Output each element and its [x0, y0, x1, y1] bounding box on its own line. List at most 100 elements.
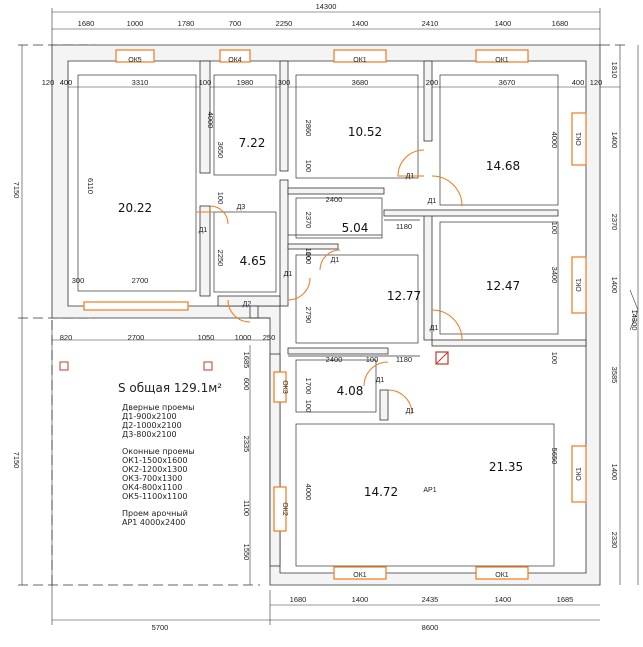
dim-right: 1810 — [610, 62, 619, 79]
window-openings-section: Оконные проемы ОК1-1500х1600 ОК2-1200х13… — [118, 447, 268, 501]
room-area: 5.04 — [342, 221, 369, 235]
dim-second-row: 300 — [278, 78, 291, 87]
room-area: 4.65 — [240, 254, 267, 268]
dim-inner: 100 — [304, 160, 313, 173]
window-label: ОК1 — [353, 57, 367, 64]
dim-top: 2250 — [276, 19, 293, 28]
dim-inner: 2400 — [326, 355, 343, 364]
room-area: 10.52 — [348, 125, 382, 139]
dim-inner: 3400 — [550, 267, 559, 284]
dim-bottom: 1400 — [352, 595, 369, 604]
dim-left-overall: 7150 — [12, 452, 21, 469]
window-label: ОК2 — [281, 502, 288, 516]
dim-inner: 100 — [550, 352, 559, 365]
window-opening-item: ОК2-1200х1300 — [122, 465, 188, 474]
dim-top: 1400 — [495, 19, 512, 28]
notes-block: S общая 129.1м² Дверные проемы Д1-900х21… — [118, 381, 268, 535]
dim-second-row: 200 — [426, 78, 439, 87]
dim-top: 1780 — [178, 19, 195, 28]
dim-top: 1000 — [127, 19, 144, 28]
dim-bottom: 1685 — [557, 595, 574, 604]
window-label: ОК1 — [576, 467, 583, 481]
dim-left-overall: 7150 — [12, 182, 21, 199]
room-area: 21.35 — [489, 460, 523, 474]
window-opening-item: ОК5-1100х1100 — [122, 492, 188, 501]
window-openings — [83, 49, 587, 580]
dim-bottom: 1680 — [290, 595, 307, 604]
dim-bottom: 1400 — [495, 595, 512, 604]
dim-second-row: 100 — [199, 78, 212, 87]
dim-inner: 4000 — [550, 132, 559, 149]
walls — [51, 44, 601, 586]
door-label: Д1 — [406, 408, 415, 415]
dimension-texts: 14300 1680 1000 1780 700 2250 1400 2410 … — [12, 2, 639, 632]
dim-lower-left: 250 — [263, 333, 276, 342]
dim-second-row: 3310 — [132, 78, 149, 87]
door-labels: Д1 Д1 Д3 Д1 Д1 Д1 Д1 Д2 Д1 Д1 — [199, 173, 439, 415]
dim-overall-top: 14300 — [316, 2, 337, 11]
dim-inner: 5650 — [550, 448, 559, 465]
dim-second-row: 3680 — [352, 78, 369, 87]
window-label: ОК1 — [353, 572, 367, 579]
door-opening-item: Д2-1000х2100 — [122, 421, 182, 430]
dim-lower-left: 1000 — [235, 333, 252, 342]
window-labels: ОК5 ОК4 ОК1 ОК1 ОК1 ОК1 ОК1 ОК1 ОК1 ОК3 … — [128, 57, 583, 579]
dim-inner: 600 — [242, 378, 251, 391]
window-openings-heading: Оконные проемы — [122, 447, 195, 456]
dim-top: 1400 — [352, 19, 369, 28]
dim-right: 2330 — [610, 532, 619, 549]
dim-top: 1680 — [552, 19, 569, 28]
room-area: 12.77 — [387, 289, 421, 303]
door-opening-item: Д1-900х2100 — [122, 412, 177, 421]
dim-inner: 100 — [304, 400, 313, 413]
door-label: Д3 — [237, 204, 246, 211]
door-swings — [196, 149, 463, 415]
dim-inner: 1700 — [304, 378, 313, 395]
dim-lower-left: 1050 — [198, 333, 215, 342]
door-openings-section: Дверные проемы Д1-900х2100 Д2-1000х2100 … — [118, 403, 268, 439]
arch-opening-heading: Проем арочный — [122, 509, 188, 518]
arch-opening-section: Проем арочный АР1 4000х2400 — [118, 509, 268, 527]
dim-inner: 1180 — [396, 222, 412, 231]
dim-inner: 1550 — [242, 544, 251, 561]
room-area: 14.72 — [364, 485, 398, 499]
window-label: ОК1 — [576, 132, 583, 146]
dim-inner: 1180 — [396, 355, 412, 364]
door-label: Д1 — [331, 257, 340, 264]
window-opening-item: ОК4-800х1100 — [122, 483, 183, 492]
dim-right: 1400 — [610, 277, 619, 294]
door-label: Д2 — [243, 301, 252, 308]
dim-inner: 1100 — [242, 500, 251, 516]
arch-label: АР1 — [423, 487, 436, 494]
door-opening-item: Д3-800х2100 — [122, 430, 177, 439]
total-area-title: S общая 129.1м² — [118, 381, 223, 395]
door-label: Д1 — [284, 271, 293, 278]
window-label: ОК1 — [495, 572, 509, 579]
dim-second-row: 3670 — [499, 78, 516, 87]
dim-bottom: 2435 — [422, 595, 439, 604]
dim-lower-left: 820 — [60, 333, 73, 342]
dim-inner: 2700 — [132, 276, 149, 285]
window-label: ОК5 — [128, 57, 142, 64]
dim-inner: 2370 — [304, 212, 313, 229]
dim-right: 1400 — [610, 132, 619, 149]
dim-second-row: 400 — [60, 78, 73, 87]
door-label: Д1 — [428, 198, 437, 205]
dim-inner: 6110 — [86, 178, 95, 194]
dim-inner: 4000 — [304, 484, 313, 501]
dim-inner: 2250 — [216, 250, 225, 267]
dim-inner: 2335 — [242, 436, 251, 453]
door-label: Д1 — [376, 377, 385, 384]
dim-inner: 2860 — [304, 120, 313, 137]
door-label: Д1 — [406, 173, 415, 180]
dim-right: 3585 — [610, 367, 619, 384]
dim-inner: 100 — [304, 248, 313, 261]
dim-inner: 300 — [72, 276, 85, 285]
arch-opening-item: АР1 4000х2400 — [122, 518, 186, 527]
dim-inner: 100 — [216, 192, 225, 205]
dim-right-overall: 14300 — [630, 310, 639, 331]
room-area: 7.22 — [239, 136, 266, 150]
room-area: 4.08 — [337, 384, 364, 398]
dim-right: 2370 — [610, 214, 619, 231]
